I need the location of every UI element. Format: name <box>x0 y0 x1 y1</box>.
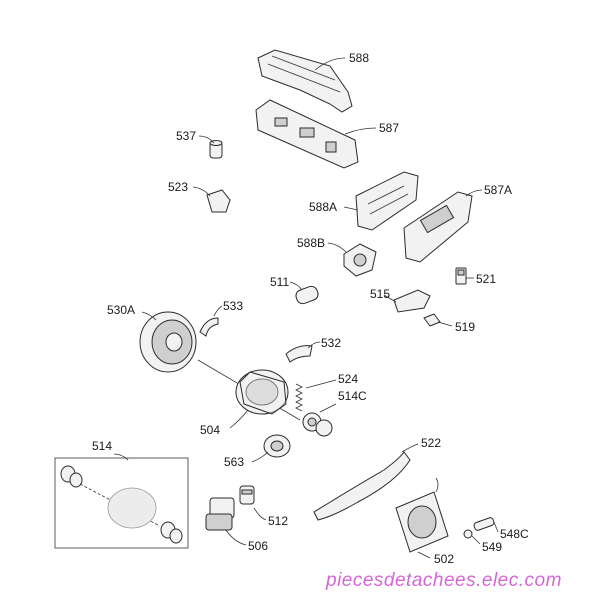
label-588: 588 <box>349 51 369 65</box>
label-548C: 548C <box>500 527 529 541</box>
part-523 <box>206 189 231 213</box>
label-530A: 530A <box>107 303 135 317</box>
part-587A-display-board <box>403 191 473 263</box>
part-524-spring <box>295 383 303 412</box>
part-502-cooling-fan <box>395 477 449 553</box>
part-504-motor <box>197 359 301 421</box>
part-512 <box>239 485 255 505</box>
part-588-cover <box>257 49 353 113</box>
part-530A-fan-wheel <box>139 311 197 373</box>
label-522: 522 <box>421 436 441 450</box>
part-514C-bearings <box>302 412 333 437</box>
label-514: 514 <box>92 439 112 453</box>
label-504: 504 <box>200 423 220 437</box>
label-532: 532 <box>321 336 341 350</box>
label-587A: 587A <box>484 183 512 197</box>
label-511: 511 <box>270 275 289 289</box>
inset-514-assembly <box>54 457 189 549</box>
part-563-pulley <box>263 434 291 458</box>
label-523: 523 <box>168 180 188 194</box>
label-588B: 588B <box>297 236 325 250</box>
label-533: 533 <box>223 299 243 313</box>
label-514C: 514C <box>338 389 367 403</box>
part-506-pump <box>205 497 235 531</box>
label-502: 502 <box>434 552 454 566</box>
part-533-clip <box>199 317 219 337</box>
label-524: 524 <box>338 372 358 386</box>
part-521 <box>455 267 467 285</box>
part-548C-549 <box>463 517 495 539</box>
part-588B-selector <box>343 243 377 277</box>
part-515 <box>393 289 431 313</box>
watermark-text: piecesdetachees.elec.com <box>325 570 562 591</box>
part-588A-panel-frame <box>355 171 419 231</box>
part-537 <box>209 140 223 159</box>
label-563: 563 <box>224 455 244 469</box>
part-587-control-board <box>255 99 359 169</box>
label-515: 515 <box>370 287 390 301</box>
part-532 <box>285 345 313 363</box>
label-587: 587 <box>379 121 399 135</box>
label-588A: 588A <box>309 200 337 214</box>
label-521: 521 <box>476 272 496 286</box>
part-519 <box>423 313 441 327</box>
label-549: 549 <box>482 540 502 554</box>
label-512: 512 <box>268 514 288 528</box>
part-511 <box>295 285 319 305</box>
label-506: 506 <box>248 539 268 553</box>
part-522-duct <box>313 451 411 521</box>
label-537: 537 <box>176 129 196 143</box>
label-519: 519 <box>455 320 475 334</box>
